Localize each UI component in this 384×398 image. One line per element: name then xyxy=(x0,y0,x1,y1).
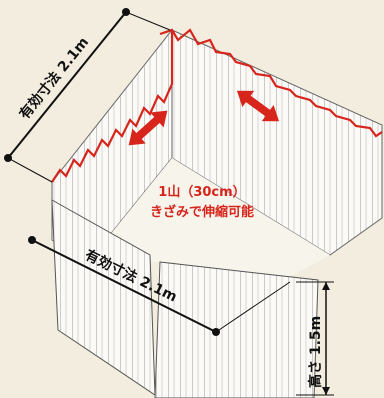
dimension-top-left xyxy=(4,8,171,183)
pitch-label: 1山（30cm） xyxy=(158,184,245,200)
height-label: 高さ 1.5m xyxy=(307,316,324,388)
double-arrow-icon xyxy=(128,110,168,146)
inner-floor xyxy=(88,158,330,298)
front-right-wall xyxy=(154,261,319,398)
back-right-wall xyxy=(171,29,383,256)
zigzag-edge-left xyxy=(51,30,174,183)
dimension-height xyxy=(296,281,334,396)
dimension-bottom xyxy=(28,236,291,336)
double-arrow-icon xyxy=(236,90,280,122)
adjust-label: きざみで伸縮可能 xyxy=(150,204,254,220)
width-label-top: 有効寸法 2.1m xyxy=(16,34,92,123)
zigzag-edge-top xyxy=(159,28,383,138)
